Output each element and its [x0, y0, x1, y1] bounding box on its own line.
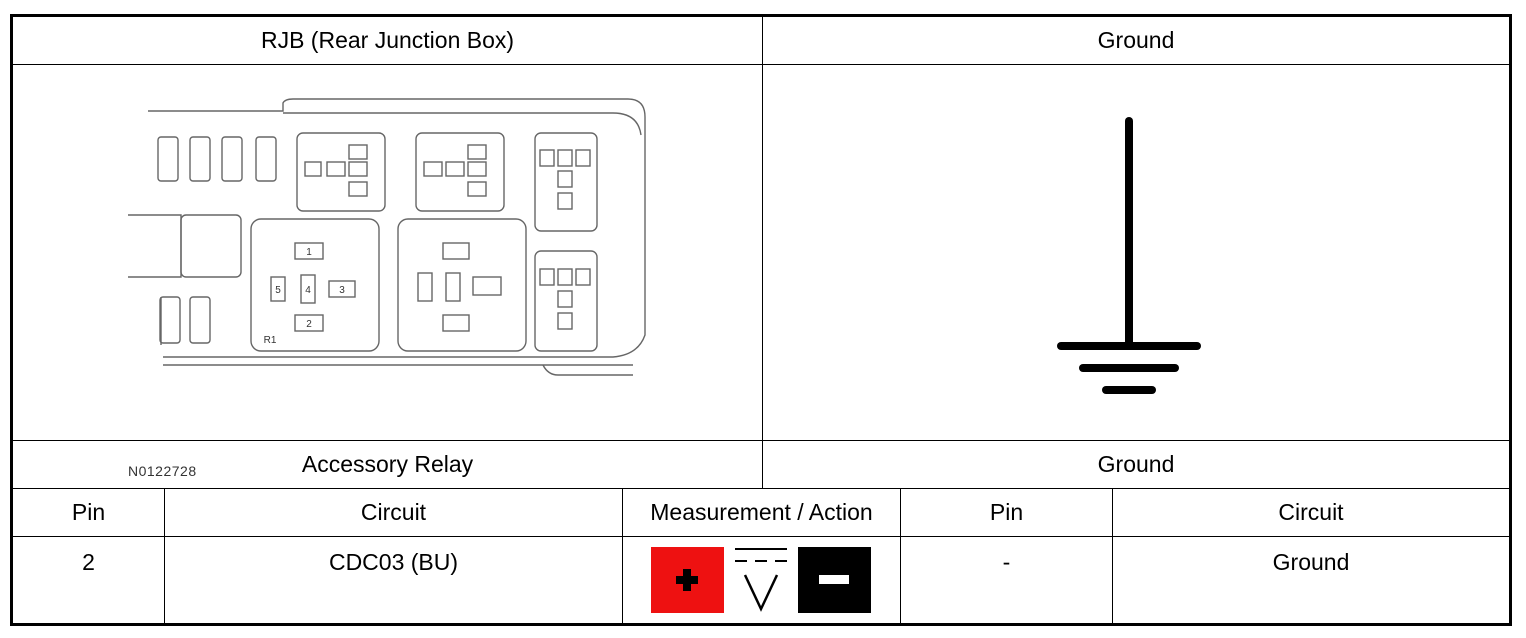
rjb-header: RJB (Rear Junction Box) [13, 17, 763, 65]
ground-header-label: Ground [1097, 27, 1175, 53]
col-measurement-header: Measurement / Action [623, 489, 901, 537]
ground-symbol-icon [1057, 117, 1201, 394]
dc-voltage-icon [735, 548, 787, 612]
col-circuit-header: Circuit [165, 489, 623, 537]
circuit-value: CDC03 (BU) [328, 549, 459, 575]
col-ground-circuit-header: Circuit [1113, 489, 1509, 537]
ground-sub-header-label: Ground [1097, 451, 1175, 477]
table-row-pin: 2 [13, 537, 165, 623]
rjb-diagram-cell: 1 2 3 4 5 R1 N0122728 [13, 65, 763, 479]
ground-sub-header: Ground [763, 441, 1509, 489]
measurement-icons [651, 547, 871, 613]
col-ground-pin-label: Pin [989, 499, 1024, 525]
col-ground-circuit-label: Circuit [1278, 499, 1344, 525]
accessory-relay-label: Accessory Relay [301, 451, 474, 477]
rjb-header-label: RJB (Rear Junction Box) [260, 27, 515, 53]
rjb-connector-diagram: 1 2 3 4 5 R1 [128, 98, 646, 376]
relay-label: R1 [264, 335, 277, 346]
col-measurement-label: Measurement / Action [650, 499, 873, 525]
relay-pin-2: 2 [306, 319, 312, 330]
pin-value: 2 [82, 549, 95, 575]
ground-pin-value: - [1002, 549, 1011, 575]
relay-pin-3: 3 [339, 285, 345, 296]
relay-pin-5: 5 [275, 285, 281, 296]
col-pin-label: Pin [71, 499, 106, 525]
measurement-cell [623, 537, 901, 623]
ground-circuit-value: Ground [1272, 549, 1350, 575]
connector-code: N0122728 [128, 463, 197, 479]
col-ground-pin-header: Pin [901, 489, 1113, 537]
accessory-relay-header: Accessory Relay [13, 441, 763, 489]
table-row-ground-circuit: Ground [1113, 537, 1509, 623]
col-circuit-label: Circuit [360, 499, 427, 525]
table-row-ground-pin: - [901, 537, 1113, 623]
table-row-circuit: CDC03 (BU) [165, 537, 623, 623]
ground-header: Ground [763, 17, 1509, 65]
negative-probe-icon [798, 547, 871, 613]
positive-probe-icon [651, 547, 724, 613]
ground-symbol-cell [763, 65, 1509, 441]
connector-table: RJB (Rear Junction Box) Ground [10, 14, 1512, 626]
col-pin-header: Pin [13, 489, 165, 537]
relay-pin-4: 4 [305, 285, 311, 296]
relay-pin-1: 1 [306, 247, 312, 258]
